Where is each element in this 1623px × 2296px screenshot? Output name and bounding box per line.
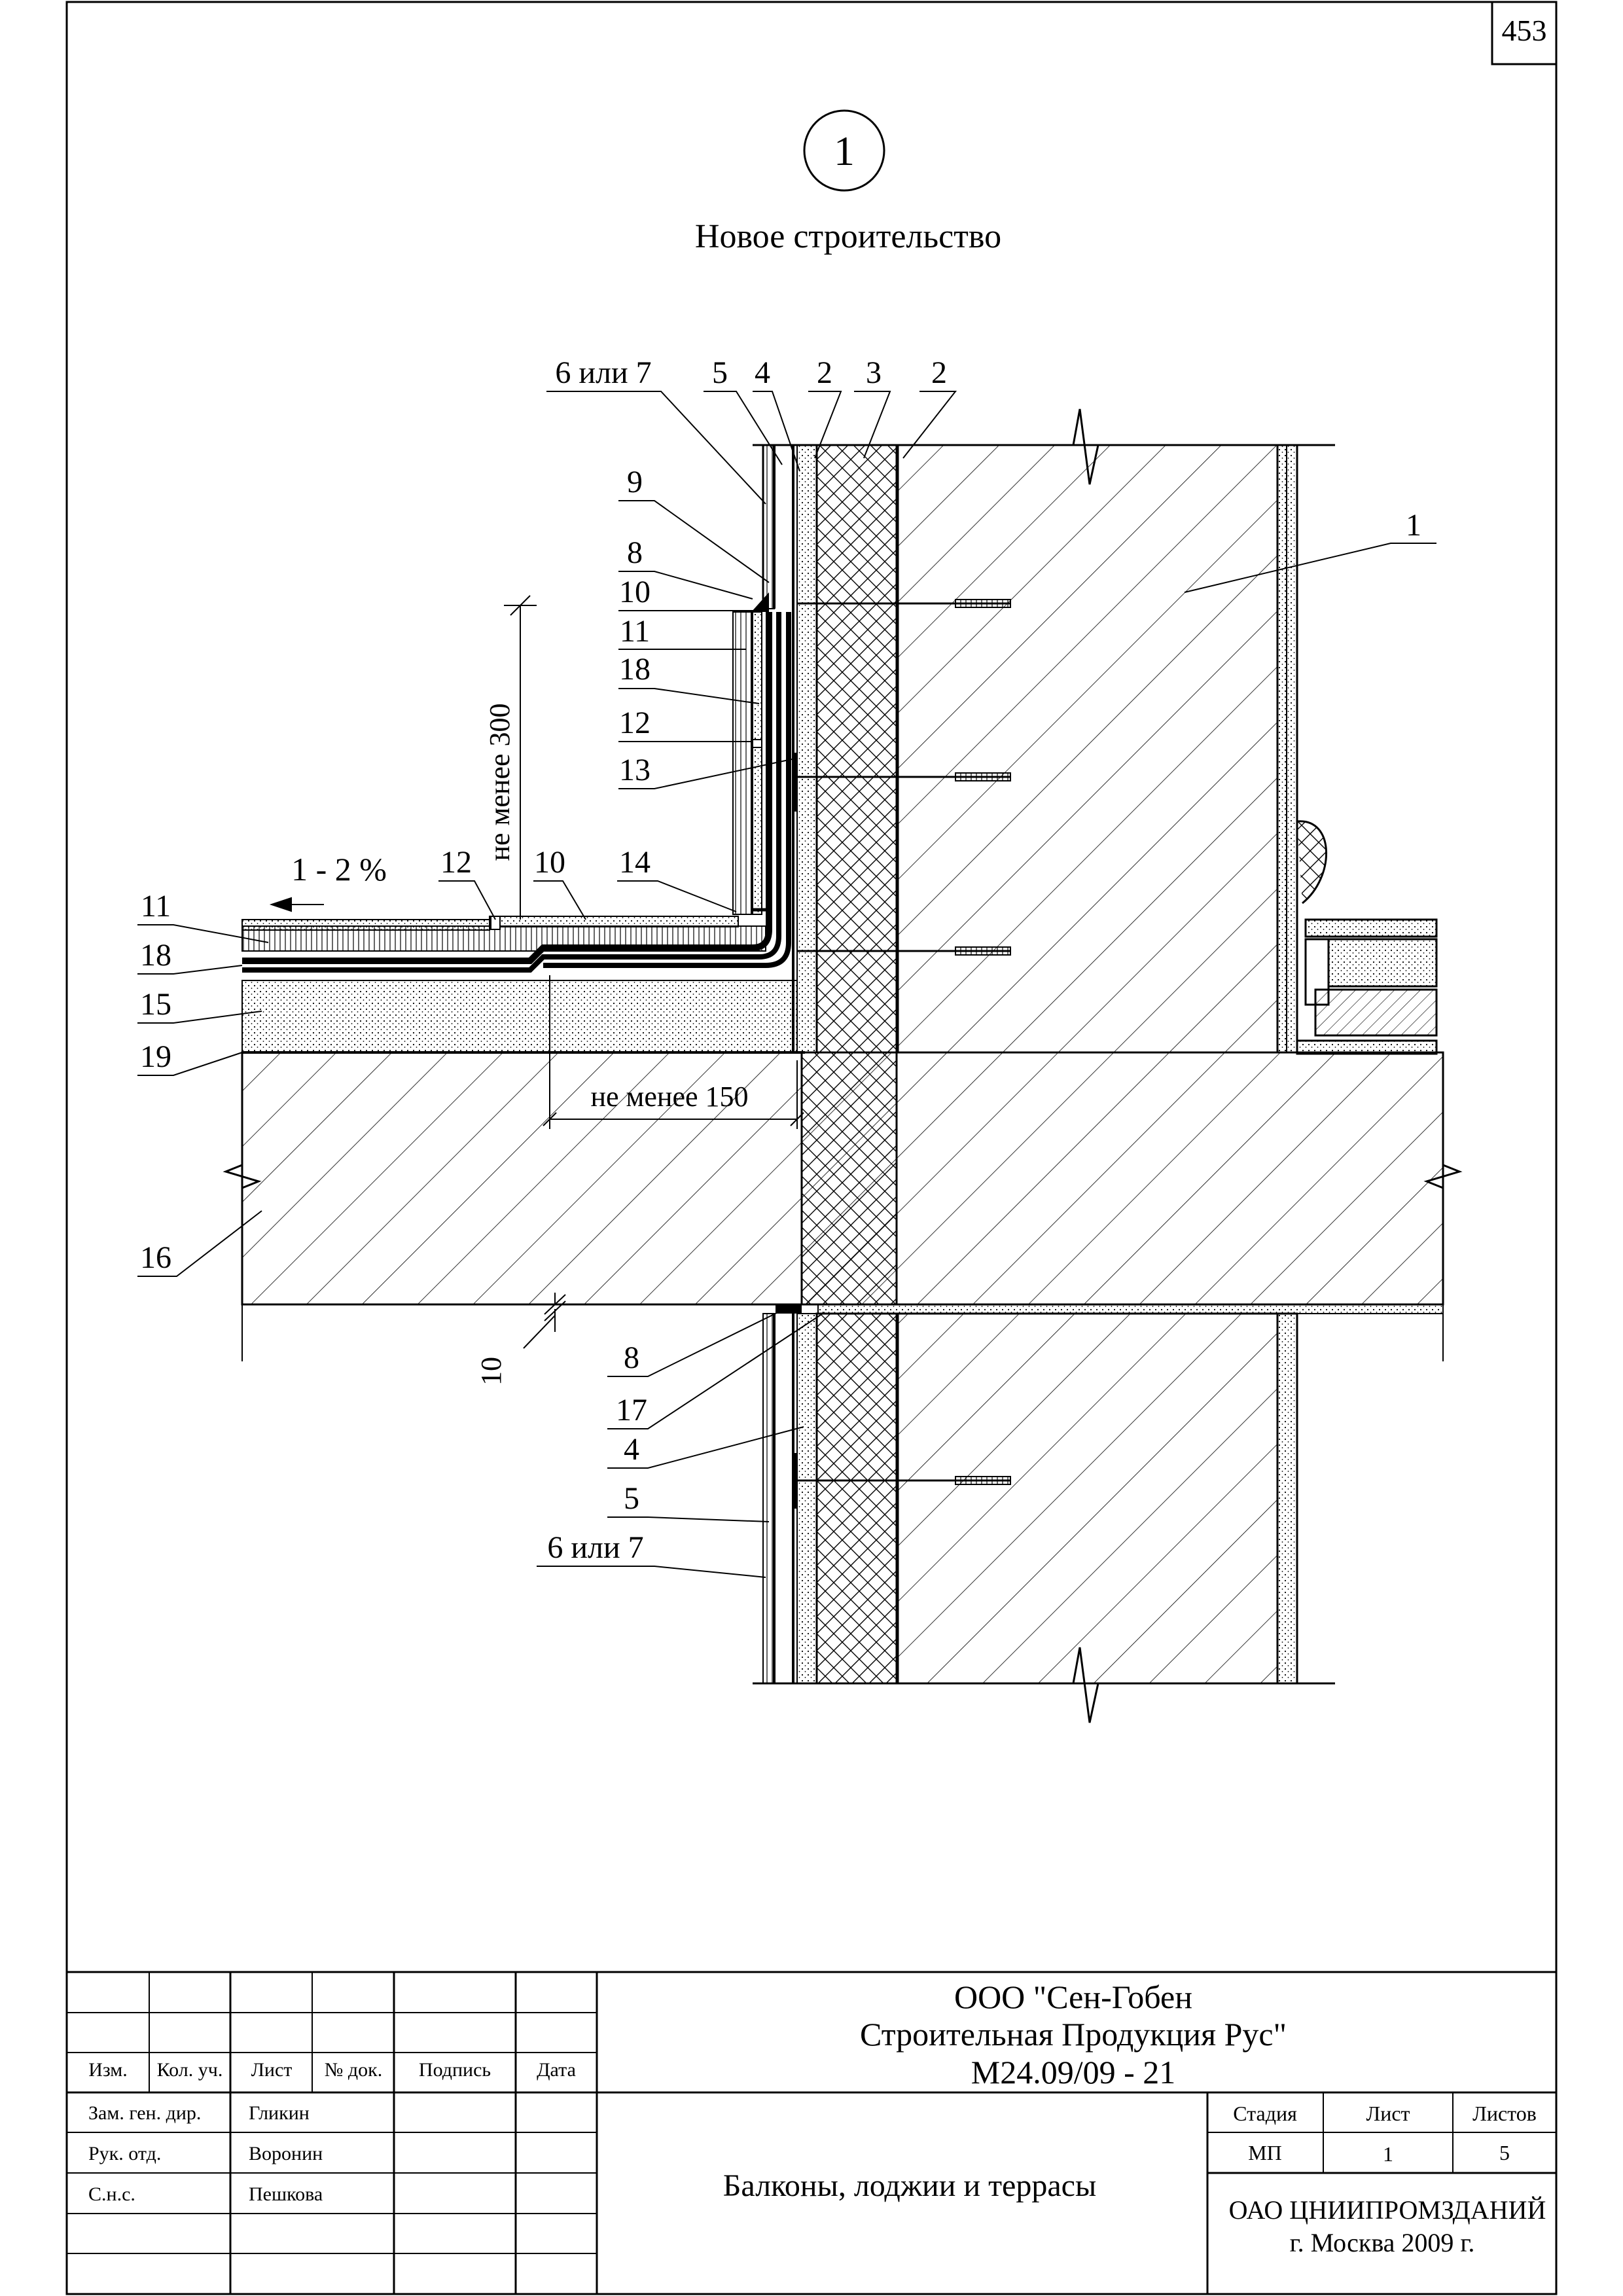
callout-top-2b: 2 xyxy=(931,355,947,390)
tb-name-1: Гликин xyxy=(249,2102,310,2124)
callout-slope-14: 14 xyxy=(619,845,651,880)
layer-4-upper xyxy=(796,444,817,1053)
break-line-slab-right xyxy=(1423,1052,1463,1304)
callout-lower-17: 17 xyxy=(616,1393,647,1427)
callout-floor-19: 19 xyxy=(140,1039,171,1074)
callout-slab-16: 16 xyxy=(140,1240,171,1275)
tb-role-1: Зам. ген. дир. xyxy=(88,2102,201,2124)
tb-name-3: Пешкова xyxy=(249,2183,323,2205)
wall-block-upper xyxy=(897,444,1279,1054)
tile-11-top xyxy=(241,919,490,931)
callout-slope-10: 10 xyxy=(534,845,565,880)
tb-listov-v: 5 xyxy=(1499,2141,1510,2164)
callout-18: 18 xyxy=(619,652,651,687)
callout-lower-6-or-7: 6 или 7 xyxy=(547,1530,643,1565)
tb-list-h: Лист xyxy=(1366,2102,1410,2125)
dim-slope: 1 - 2 % xyxy=(291,851,387,888)
title-block xyxy=(67,1971,1556,2294)
tb-list-v: 1 xyxy=(1383,2142,1393,2166)
tb-col-date: Дата xyxy=(537,2059,576,2081)
callout-top-5: 5 xyxy=(712,355,728,390)
slab-insulation xyxy=(800,1051,898,1306)
callout-wall-1: 1 xyxy=(1406,508,1421,543)
membrane-18-b xyxy=(242,612,781,973)
callout-top-6-or-7: 6 или 7 xyxy=(555,355,651,390)
callout-floor-15: 15 xyxy=(140,987,171,1022)
tb-org-1: ОАО ЦНИИПРОМЗДАНИЙ xyxy=(1229,2195,1546,2225)
tb-col-kol: Кол. уч. xyxy=(157,2059,223,2081)
callout-top-4: 4 xyxy=(755,355,770,390)
callout-lower-8: 8 xyxy=(624,1340,639,1375)
tb-sheet-title: Балконы, лоджии и террасы xyxy=(723,2168,1096,2203)
callout-11: 11 xyxy=(620,614,650,649)
callout-floor-18: 18 xyxy=(140,938,171,973)
facade-5-upper xyxy=(762,444,775,609)
tb-role-2: Рук. отд. xyxy=(88,2143,161,2164)
leader-lines xyxy=(137,391,1436,1578)
sheet-number-box xyxy=(1491,1,1558,65)
insulation-3-lower xyxy=(815,1312,898,1685)
membrane-18-c xyxy=(543,612,791,968)
tb-company-2: Строительная Продукция Рус" xyxy=(860,2016,1287,2053)
detail-title: Новое строительство xyxy=(695,218,1001,255)
callout-8: 8 xyxy=(627,535,643,570)
layer-4-lower xyxy=(796,1313,817,1684)
callout-lower-4: 4 xyxy=(624,1432,639,1467)
tb-stage-v: МП xyxy=(1248,2141,1282,2164)
tb-listov-h: Листов xyxy=(1472,2102,1537,2125)
sheet-number: 453 xyxy=(1502,14,1547,47)
callout-13: 13 xyxy=(619,753,651,787)
tb-col-izm: Изм. xyxy=(88,2059,128,2081)
tile-11-upturn xyxy=(732,611,752,915)
dim-horizontal: не менее 150 xyxy=(590,1081,748,1113)
wall-block-lower xyxy=(897,1312,1279,1685)
anchor-threads xyxy=(955,599,1011,956)
sealant-9 xyxy=(751,592,769,612)
callout-12: 12 xyxy=(619,706,651,740)
upper-wall-assembly xyxy=(753,408,1335,1054)
tb-role-3: С.н.с. xyxy=(88,2183,135,2205)
detail-number: 1 xyxy=(834,128,855,174)
callout-top-3: 3 xyxy=(866,355,882,390)
detail-marker xyxy=(803,109,885,192)
tb-doc-code: М24.09/09 - 21 xyxy=(971,2054,1176,2090)
callout-9: 9 xyxy=(627,465,643,499)
break-line-top xyxy=(753,408,1335,485)
dim-vertical: не менее 300 xyxy=(484,703,516,861)
tb-col-list: Лист xyxy=(251,2059,293,2081)
callout-10: 10 xyxy=(619,575,651,609)
sheet-frame xyxy=(65,1,1558,2295)
break-line-bottom xyxy=(753,1647,1335,1723)
tb-stage-h: Стадия xyxy=(1233,2102,1297,2125)
facade-5-lower xyxy=(762,1313,775,1684)
tb-org-2: г. Москва 2009 г. xyxy=(1290,2228,1475,2257)
screed-15 xyxy=(241,980,798,1053)
floor-slab xyxy=(223,1051,1463,1361)
tb-col-doc: № док. xyxy=(325,2059,382,2081)
sill-detail xyxy=(1296,820,1438,1055)
callout-floor-11: 11 xyxy=(141,889,171,924)
membrane-18-a xyxy=(242,612,772,964)
tb-name-2: Воронин xyxy=(249,2143,323,2164)
callout-slope-12: 12 xyxy=(440,845,472,880)
callout-lower-5: 5 xyxy=(624,1481,639,1516)
sealant-8-lower xyxy=(776,1304,802,1314)
tb-col-sign: Подпись xyxy=(419,2059,491,2081)
callout-top-2a: 2 xyxy=(817,355,832,390)
lower-wall-assembly xyxy=(753,1312,1335,1723)
dim-gap-10: 10 xyxy=(475,1357,507,1386)
tb-company-1: ООО "Сен-Гобен xyxy=(954,1979,1192,2015)
terrace-buildup xyxy=(241,592,805,1054)
insulation-3-upper xyxy=(815,444,898,1054)
dimensions xyxy=(269,595,804,1349)
